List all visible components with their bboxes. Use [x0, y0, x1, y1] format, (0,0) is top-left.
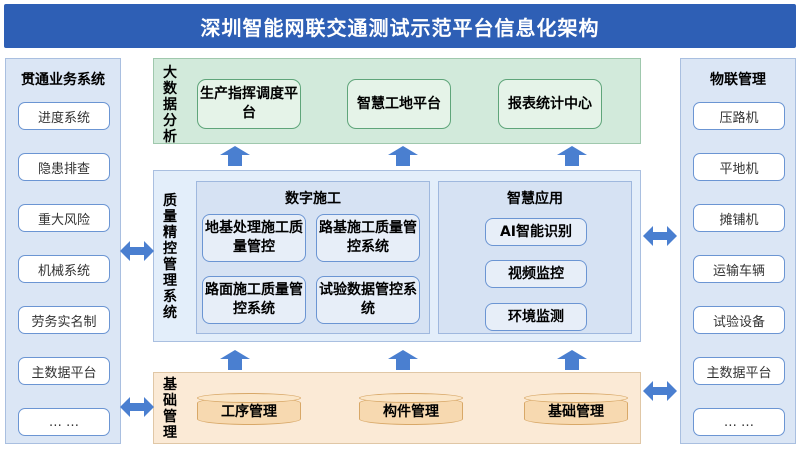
smart-application-panel: 智慧应用 AI智能识别 视频监控 环境监测: [438, 181, 632, 334]
double-arrow-icon: [643, 226, 677, 246]
digital-construction-panel: 数字施工 地基处理施工质量管控 路基施工质量管控系统 路面施工质量管控系统 试验…: [196, 181, 430, 334]
video-monitoring-box: 视频监控: [485, 260, 587, 288]
left-panel-business-systems: 贯通业务系统 进度系统 隐患排查 重大风险 机械系统 劳务实名制 主数据平台 ……: [5, 58, 121, 444]
quality-control-layer: 质量精控管理系统 数字施工 地基处理施工质量管控 路基施工质量管控系统 路面施工…: [153, 170, 641, 342]
smart-application-title: 智慧应用: [507, 191, 563, 207]
digital-construction-title: 数字施工: [285, 191, 341, 207]
big-data-label: 大数据分析: [163, 65, 177, 145]
foundation-quality-box: 地基处理施工质量管控: [202, 214, 306, 262]
test-data-box: 试验数据管控系统: [316, 276, 420, 324]
title-bar: 深圳智能网联交通测试示范平台信息化架构: [4, 4, 796, 48]
left-item: 进度系统: [18, 102, 110, 130]
ai-recognition-box: AI智能识别: [485, 218, 587, 246]
up-arrow-icon: [220, 350, 250, 370]
up-arrow-icon: [557, 350, 587, 370]
up-arrow-icon: [388, 146, 418, 166]
quality-control-label: 质量精控管理系统: [163, 193, 177, 321]
up-arrow-icon: [557, 146, 587, 166]
report-center-box: 报表统计中心: [498, 79, 602, 129]
process-management-cylinder: 工序管理: [197, 393, 301, 427]
left-item: 隐患排查: [18, 153, 110, 181]
right-item: 摊铺机: [693, 204, 785, 232]
component-management-cylinder: 构件管理: [359, 393, 463, 427]
left-item: … …: [18, 408, 110, 436]
double-arrow-icon: [120, 397, 154, 417]
basic-management-label: 基础管理: [548, 404, 604, 420]
right-panel-iot-management: 物联管理 压路机 平地机 摊铺机 运输车辆 试验设备 主数据平台 … …: [680, 58, 796, 444]
left-item: 劳务实名制: [18, 306, 110, 334]
basic-management-cylinder: 基础管理: [524, 393, 628, 427]
left-item: 重大风险: [18, 204, 110, 232]
process-management-label: 工序管理: [221, 404, 277, 420]
page-title: 深圳智能网联交通测试示范平台信息化架构: [200, 15, 600, 40]
foundation-layer: 基础管理 工序管理 构件管理 基础管理: [153, 372, 641, 444]
up-arrow-icon: [388, 350, 418, 370]
smart-site-platform-box: 智慧工地平台: [347, 79, 451, 129]
left-panel-title: 贯通业务系统: [21, 72, 105, 88]
double-arrow-icon: [120, 241, 154, 261]
double-arrow-icon: [643, 381, 677, 401]
big-data-layer: 大数据分析 生产指挥调度平台 智慧工地平台 报表统计中心: [153, 58, 641, 145]
right-item: … …: [693, 408, 785, 436]
component-management-label: 构件管理: [383, 404, 439, 420]
right-item: 试验设备: [693, 306, 785, 334]
left-item: 主数据平台: [18, 357, 110, 385]
right-item: 平地机: [693, 153, 785, 181]
left-item: 机械系统: [18, 255, 110, 283]
environment-monitoring-box: 环境监测: [485, 303, 587, 331]
right-item: 运输车辆: [693, 255, 785, 283]
up-arrow-icon: [220, 146, 250, 166]
right-item: 压路机: [693, 102, 785, 130]
pavement-quality-box: 路面施工质量管控系统: [202, 276, 306, 324]
roadbed-quality-box: 路基施工质量管控系统: [316, 214, 420, 262]
right-panel-title: 物联管理: [710, 72, 766, 88]
dispatch-platform-box: 生产指挥调度平台: [197, 79, 301, 129]
foundation-label: 基础管理: [163, 377, 177, 441]
right-item: 主数据平台: [693, 357, 785, 385]
